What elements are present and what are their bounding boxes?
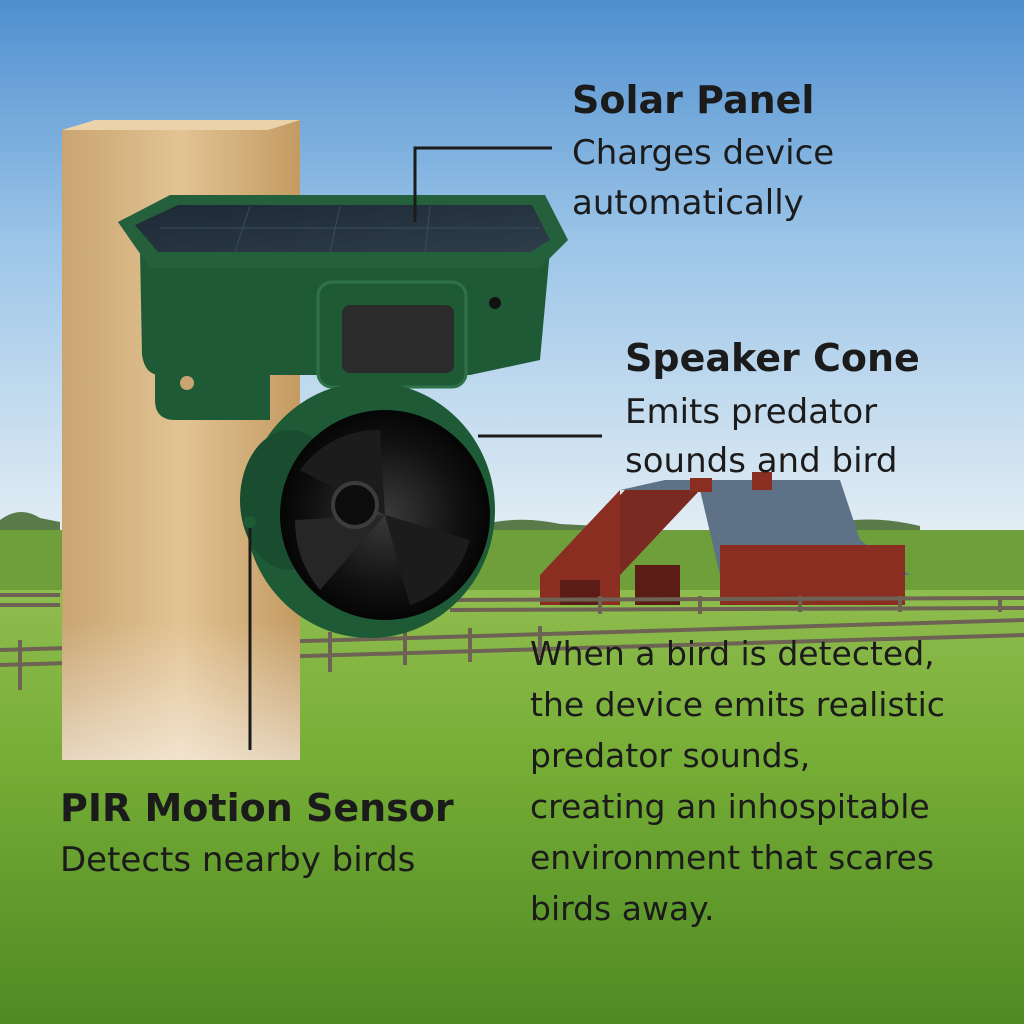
speaker-cone-desc-line2: sounds and bird	[625, 441, 898, 481]
barn	[540, 472, 910, 605]
description-line: environment that scares	[530, 838, 935, 877]
description-line: predator sounds,	[530, 736, 811, 775]
description-line: birds away.	[530, 889, 715, 928]
description-paragraph: When a bird is detected, the device emit…	[530, 628, 945, 934]
bird-repeller-device	[118, 195, 568, 638]
solar-panel-desc-line2: automatically	[572, 183, 804, 223]
description-line: the device emits realistic	[530, 685, 945, 724]
pir-sensor-desc: Detects nearby birds	[60, 840, 416, 880]
speaker-cone-title: Speaker Cone	[625, 336, 920, 380]
solar-panel-title: Solar Panel	[572, 78, 815, 122]
pir-sensor-title: PIR Motion Sensor	[60, 786, 454, 830]
description-line: When a bird is detected,	[530, 634, 935, 673]
description-line: creating an inhospitable	[530, 787, 930, 826]
solar-panel-desc-line1: Charges device	[572, 133, 835, 173]
leader-lines	[248, 146, 602, 750]
pir-sensor-window	[342, 305, 454, 373]
speaker-cone-desc-line1: Emits predator	[625, 392, 878, 432]
wooden-post	[62, 120, 300, 760]
